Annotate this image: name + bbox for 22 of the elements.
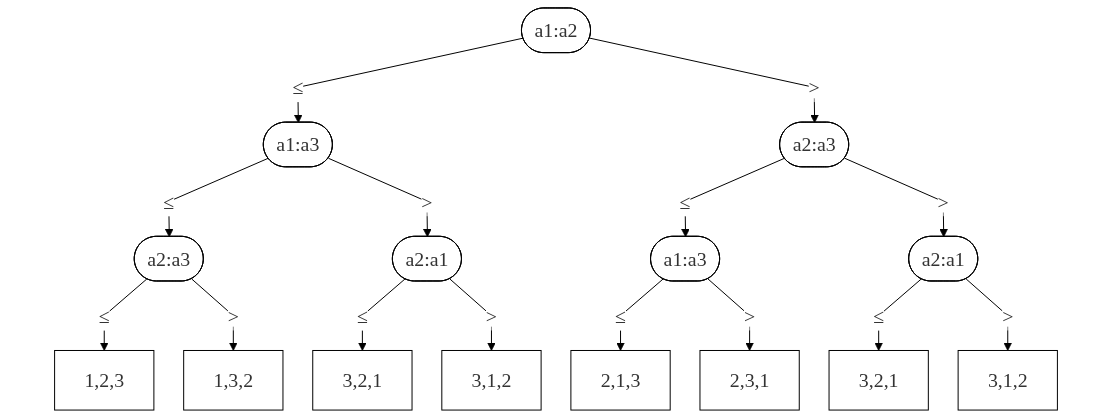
node-box: 1,3,2 xyxy=(182,350,283,411)
edge-label: > xyxy=(420,190,433,213)
node-box: 2,1,3 xyxy=(569,350,671,411)
edge-label: ≤ xyxy=(614,304,626,327)
edge-label: ≤ xyxy=(291,76,303,99)
node-box: 3,1,2 xyxy=(957,350,1058,411)
node-box: 2,3,1 xyxy=(698,350,800,411)
node-box: 1,2,3 xyxy=(53,350,154,411)
edge-label: ≤ xyxy=(679,190,691,213)
edge-label: > xyxy=(1001,304,1013,327)
edge-label: ≤ xyxy=(162,190,174,213)
node-box: 3,2,1 xyxy=(311,350,413,411)
edge-label: ≤ xyxy=(356,304,368,327)
edge-label: > xyxy=(743,304,755,327)
edge-label: ≤ xyxy=(98,304,110,327)
node-box: 3,1,2 xyxy=(440,350,542,411)
edge-label: > xyxy=(485,304,497,327)
edge-label: > xyxy=(937,190,949,213)
edge-label: > xyxy=(227,304,239,327)
edge-label: > xyxy=(808,76,820,99)
node-box: 3,2,1 xyxy=(828,350,929,411)
edge-label: ≤ xyxy=(872,304,884,327)
